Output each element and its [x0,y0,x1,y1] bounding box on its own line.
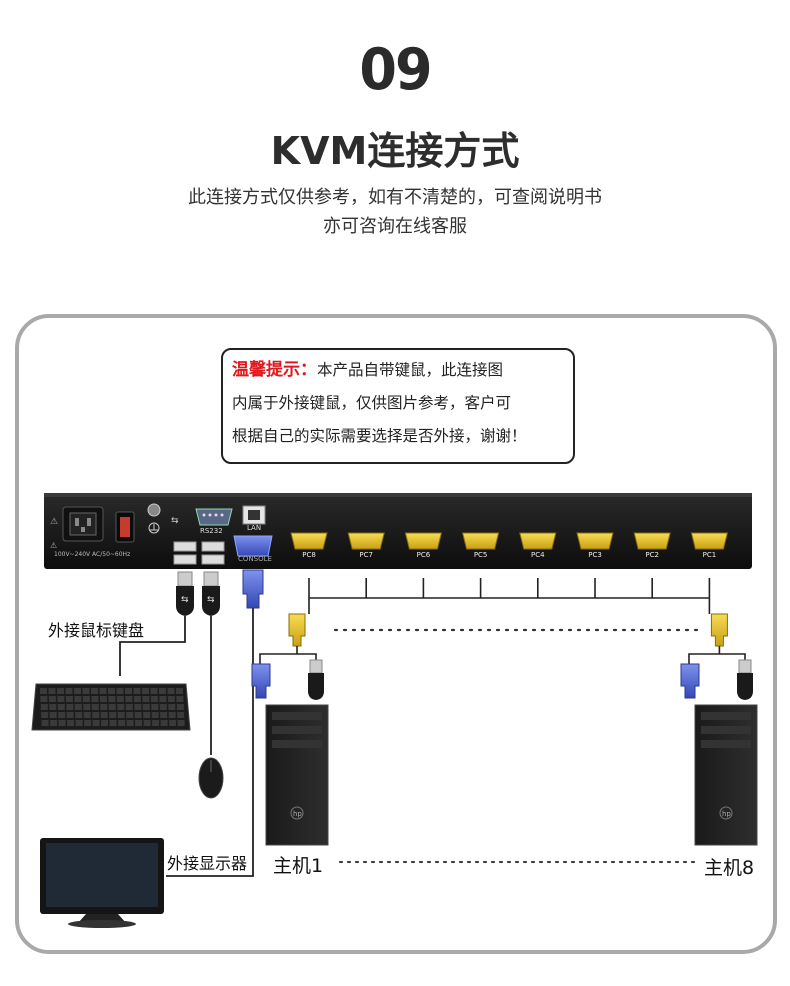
pc-port-label: PC7 [359,551,373,559]
external-display-label: 外接显示器 [167,854,248,873]
kvm-rear-panel: ⚠ ⚠ ⇆ [44,493,752,569]
external-keyboard-mouse-label: 外接鼠标键盘 [48,621,145,640]
tip-text-1: 本产品自带键鼠，此连接图 [317,361,504,379]
pc-port-label: PC1 [702,551,717,559]
vga-plug-monitor-icon [166,569,264,877]
pc-tower-icon: hp [265,704,329,846]
section-number: 09 [359,36,432,103]
pc-port-label: PC2 [645,551,659,559]
subtitle-line-2: 亦可咨询在线客服 [323,216,467,237]
pc-ports [290,532,729,550]
svg-text:hp: hp [293,810,302,818]
monitor-icon [40,838,164,928]
pc-port-label: PC3 [588,551,602,559]
tip-heading: 温馨提示： [232,360,317,380]
yellow-vga-cable-icon [288,613,306,647]
console-label: CONSOLE [238,555,272,563]
host-cable-split [688,646,746,664]
blue-vga-plug-icon [680,663,700,699]
usb-plug-keyboard-icon: ⇆ [119,571,194,676]
usb-plug-icon [738,659,752,674]
console-port [233,535,273,557]
warning-icon-2: ⚠ [50,541,57,550]
usb-plug-mouse-icon: ⇆ [202,571,220,755]
port-bus-lines [308,578,711,614]
pc-port-pc2 [633,532,671,550]
tip-box: 温馨提示：本产品自带键鼠，此连接图 内属于外接键鼠，仅供图片参考，客户可 根据自… [221,348,575,464]
pc-port-pc3 [576,532,614,550]
rs232-label: RS232 [200,527,223,535]
usb-symbol-icon: ⇆ [171,516,179,526]
pc-port-pc8 [290,532,328,550]
ground-screw-icon [147,503,161,534]
power-rating-label: 100V~240V AC/50~60Hz [54,551,131,558]
pc-port-pc5 [461,532,500,550]
usb-plug-icon [309,659,323,674]
host-8-group: hp [680,613,758,846]
blue-vga-plug-icon [251,663,271,699]
host-8-label: 主机8 [704,857,755,879]
mouse-icon [198,757,224,799]
pc-port-pc7 [347,532,385,550]
pc-port-label: PC6 [416,551,431,559]
warning-icon: ⚠ [50,517,58,527]
host-cable-split [259,646,317,664]
tip-line-3: 根据自己的实际需要选择是否外接，谢谢！ [232,427,527,445]
svg-text:⇆: ⇆ [207,595,215,605]
lan-label: LAN [247,524,262,532]
host-1-group: hp [251,613,329,846]
lan-port [242,505,266,525]
yellow-vga-cable-icon [710,613,728,647]
keyboard-icon [31,683,191,731]
host-1-label: 主机1 [273,855,324,877]
power-switch [115,511,135,543]
pc-port-pc1 [690,532,729,550]
rs232-port [195,508,233,526]
pc-tower-icon: hp [694,704,758,846]
tip-line-1: 温馨提示：本产品自带键鼠，此连接图 [232,354,573,387]
svg-text:hp: hp [722,810,731,818]
pc-port-pc6 [404,532,443,550]
subtitle-line-1: 此连接方式仅供参考，如有不清楚的，可查阅说明书 [188,187,602,208]
pc-port-label: PC4 [531,551,545,559]
tip-line-2: 内属于外接键鼠，仅供图片参考，客户可 [232,394,512,412]
pc-port-label: PC5 [473,551,488,559]
svg-text:⇆: ⇆ [181,595,189,605]
pc-port-pc4 [519,532,557,550]
usb-plug-body-icon [308,673,324,700]
power-socket-icon [62,506,104,542]
usb-ports [173,541,225,565]
pc-port-label: PC8 [302,551,316,559]
usb-plug-body-icon [737,673,753,700]
page-title: KVM连接方式 [270,129,520,173]
